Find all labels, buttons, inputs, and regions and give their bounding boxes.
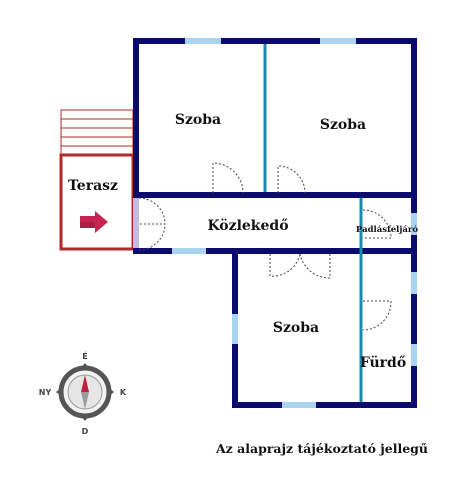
door-attic <box>362 209 392 239</box>
room-label-top-right: Szoba <box>320 117 366 133</box>
disclaimer-note: Az alaprajz tájékoztató jellegű <box>215 441 428 456</box>
compass-needle-north <box>81 375 89 392</box>
compass-needle-south <box>81 392 89 409</box>
door-room-bottom <box>269 253 331 279</box>
partitions <box>263 44 363 402</box>
room-label-bathroom: Fürdő <box>360 355 406 371</box>
terrace-steps <box>60 109 134 156</box>
compass-east-label: K <box>120 388 127 397</box>
entrance-door <box>133 197 166 251</box>
door-bathroom <box>362 300 392 331</box>
door-room-top-left <box>212 162 244 194</box>
room-label-corridor: Közlekedő <box>207 218 288 234</box>
terrace-outline <box>59 153 135 251</box>
windows <box>172 38 417 408</box>
room-label-bottom: Szoba <box>273 320 319 336</box>
room-label-top-left: Szoba <box>175 112 221 128</box>
compass-west-label: NY <box>39 388 52 397</box>
compass-south-label: D <box>82 427 89 436</box>
room-label-terrace: Terasz <box>68 178 118 194</box>
room-label-attic-access: Padlásfeljáró <box>356 224 418 235</box>
compass: É D NY K <box>39 350 127 436</box>
compass-north-label: É <box>82 350 87 361</box>
door-room-top-right <box>277 165 306 194</box>
entrance-arrow <box>80 211 108 233</box>
